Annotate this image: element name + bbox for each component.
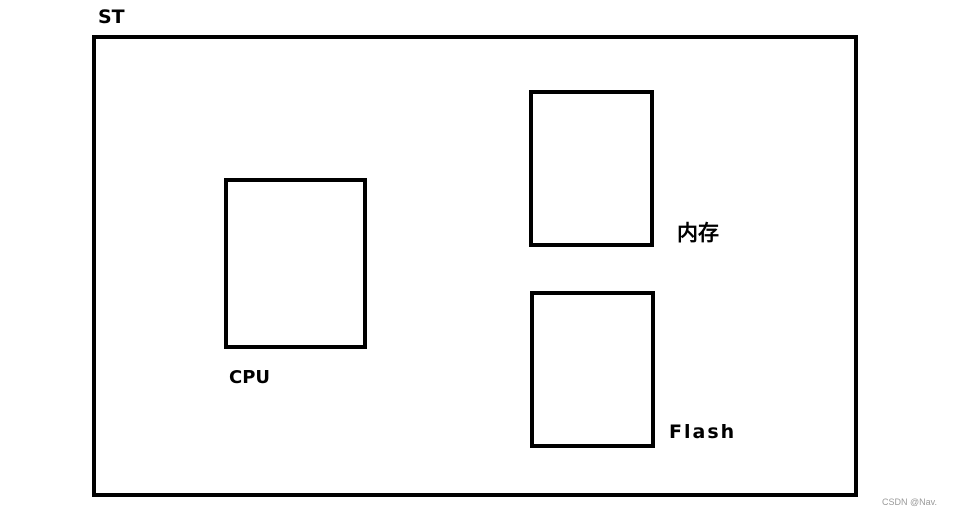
st-container-label: ST	[98, 6, 125, 28]
memory-box	[529, 90, 654, 247]
cpu-box	[224, 178, 367, 349]
flash-box	[530, 291, 655, 448]
memory-label: 内存	[677, 221, 719, 245]
flash-label: Flash	[669, 421, 737, 443]
cpu-label: CPU	[229, 367, 271, 388]
watermark: CSDN @Nav.	[882, 497, 937, 507]
st-container-frame	[92, 35, 858, 497]
